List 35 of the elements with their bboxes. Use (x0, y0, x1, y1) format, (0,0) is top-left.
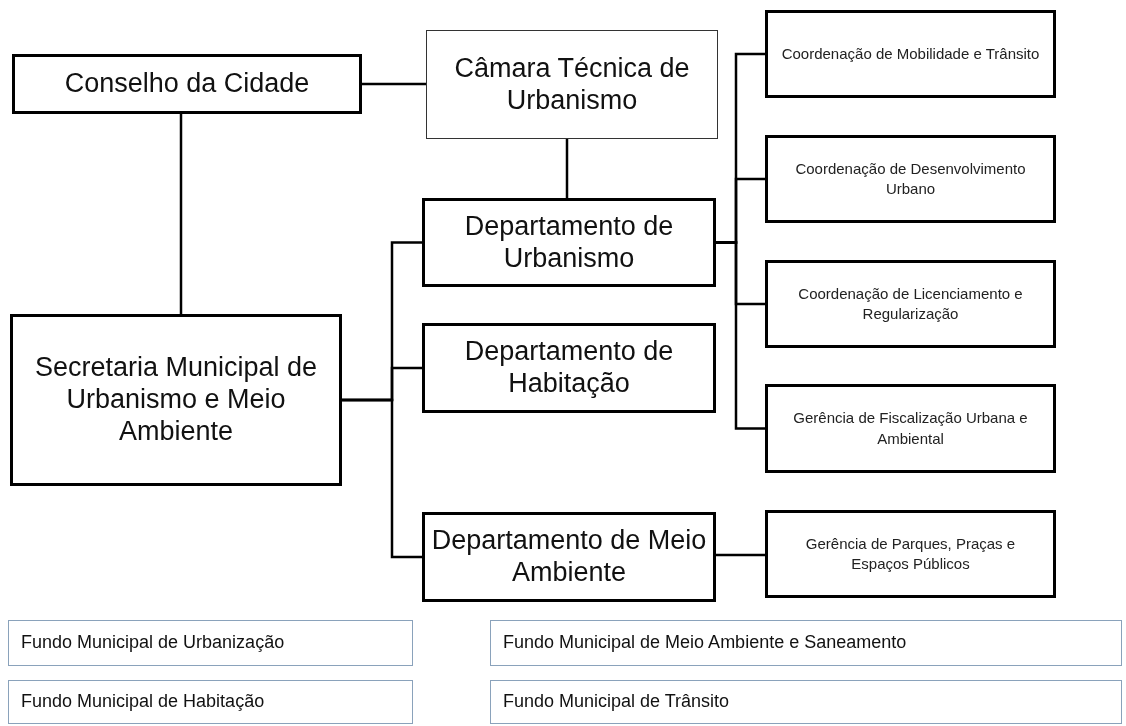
org-unit-box (422, 323, 716, 413)
org-unit-box (10, 314, 342, 486)
unit-name: Câmara Técnica de Urbanismo (453, 52, 691, 117)
unit-name: Gerência de Fiscalização Urbana e Ambiental (792, 408, 1029, 449)
org-unit-box (765, 510, 1056, 598)
connector-line (342, 398, 422, 559)
fund-box (8, 680, 413, 724)
unit-name: Secretaria Municipal de Urbanismo e Meio Ambiente (33, 352, 319, 448)
unit-name: Fundo Municipal de Habitação (21, 691, 265, 713)
org-unit-box (765, 260, 1056, 348)
connector-line (565, 139, 569, 198)
org-unit-box (426, 30, 718, 139)
connector-line (362, 82, 426, 86)
unit-name: Conselho da Cidade (64, 68, 310, 100)
unit-name: Coordenação de Desenvolvimento Urbano (794, 158, 1027, 199)
unit-name: Gerência de Parques, Praças e Espaços Públicos (804, 533, 1017, 574)
org-unit-box (422, 512, 716, 602)
org-unit-box (765, 135, 1056, 223)
unit-name: Coordenação de Licenciamento e Regularização (797, 283, 1024, 324)
org-unit-box (765, 384, 1056, 473)
unit-name: Fundo Municipal de Trânsito (503, 691, 730, 713)
fund-box (490, 680, 1122, 724)
unit-name: Departamento de Habitação (463, 336, 675, 400)
org-unit-box (422, 198, 716, 287)
fund-box (490, 620, 1122, 666)
org-unit-box (12, 54, 362, 114)
org-unit-box (765, 10, 1056, 98)
unit-name: Fundo Municipal de Meio Ambiente e Saneamento (503, 632, 907, 654)
unit-name: Coordenação de Mobilidade e Trânsito (781, 43, 1040, 64)
unit-name: Fundo Municipal de Urbanização (21, 632, 285, 654)
unit-name: Departamento de Meio Ambiente (431, 525, 707, 589)
connector-line (716, 553, 765, 557)
unit-name: Departamento de Urbanismo (463, 210, 675, 275)
connector-line (179, 114, 183, 314)
fund-box (8, 620, 413, 666)
